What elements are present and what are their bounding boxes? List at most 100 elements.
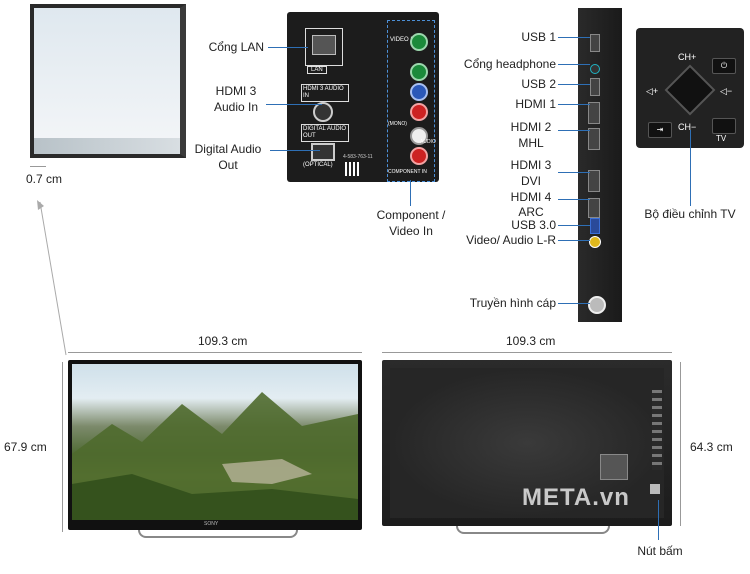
usb1-port <box>590 34 600 52</box>
hdmi4-port <box>588 198 600 218</box>
label-hdmi4-line2: ARC <box>518 205 544 219</box>
volume-plus-icon: ◁+ <box>646 86 659 96</box>
video-in-text: VIDEO IN <box>390 37 417 43</box>
back-connector-area <box>600 454 628 480</box>
callout-hdmi3 <box>558 172 590 173</box>
video-audio-jack <box>589 236 601 248</box>
front-brand-logo: SONY <box>204 521 219 527</box>
label-component-line2: Video In <box>389 224 433 238</box>
directional-pad[interactable] <box>664 64 716 116</box>
optical-port <box>311 143 335 161</box>
back-height-line <box>680 362 681 526</box>
component-pb-jack <box>410 83 428 101</box>
thickness-label: 0.7 cm <box>26 172 63 186</box>
component-pr-jack <box>410 103 428 121</box>
qr-code <box>345 162 359 176</box>
front-tv-screen <box>72 364 358 520</box>
back-width-label: 109.3 cm <box>506 334 556 348</box>
callout-cable-tv <box>558 303 590 304</box>
back-width-line <box>382 352 672 353</box>
callout-component <box>410 180 411 206</box>
callout-usb3 <box>558 225 590 226</box>
callout-tv-controller <box>690 130 691 206</box>
hdmi3-audio-in-text: HDMI 3 AUDIO IN <box>301 84 349 102</box>
tv-button-text: TV <box>716 134 727 143</box>
cable-tv-port <box>588 296 606 314</box>
optical-text: (OPTICAL) <box>303 162 333 168</box>
label-hdmi3-line2: DVI <box>520 174 541 188</box>
callout-headphone <box>558 64 590 65</box>
lan-badge: LAN <box>307 66 327 74</box>
digital-audio-out-text: DIGITAL AUDIO OUT <box>301 124 349 142</box>
label-lan: Cổng LAN <box>208 40 264 54</box>
label-usb2: USB 2 <box>521 77 556 91</box>
hdmi3-port <box>588 170 600 192</box>
label-digital-audio-line1: Digital Audio <box>194 142 262 156</box>
component-video-column: VIDEO IN (MONO) AUDIO COMPONENT IN <box>387 20 436 182</box>
callout-buttons <box>658 500 659 540</box>
front-width-line <box>68 352 362 353</box>
label-usb3: USB 3.0 <box>511 218 556 232</box>
thickness-arrow <box>30 166 46 167</box>
headphone-jack <box>590 64 600 74</box>
front-tv-stand <box>138 530 298 538</box>
lan-port <box>305 28 343 66</box>
usb2-port <box>590 78 600 96</box>
label-video-audio: Video/ Audio L-R <box>466 233 556 247</box>
component-y-jack <box>410 63 428 81</box>
callout-hdmi2 <box>558 130 590 131</box>
callout-video-audio <box>558 240 590 241</box>
ch-minus-text: CH− <box>678 122 697 132</box>
callout-hdmi4 <box>558 199 590 200</box>
label-usb1: USB 1 <box>521 30 556 44</box>
label-hdmi2-line1: HDMI 2 <box>510 120 552 134</box>
back-tv: META.vn <box>382 360 672 526</box>
label-headphone: Cổng headphone <box>463 57 556 71</box>
label-hdmi3-audio-line2: Audio In <box>213 100 259 114</box>
hdmi1-port <box>588 102 600 124</box>
front-height-label: 67.9 cm <box>4 440 47 454</box>
ch-plus-text: CH+ <box>678 52 697 62</box>
input-button[interactable]: ⇥ <box>648 122 672 138</box>
side-to-front-guide <box>37 200 67 356</box>
front-width-label: 109.3 cm <box>198 334 248 348</box>
hdmi2-port <box>588 128 600 150</box>
callout-hdmi3-audio <box>266 104 322 105</box>
label-hdmi1: HDMI 1 <box>515 97 556 111</box>
label-hdmi3-audio-line1: HDMI 3 <box>215 84 257 98</box>
side-connector-strip <box>578 8 622 322</box>
mono-text: (MONO) <box>388 121 407 127</box>
label-hdmi3-line1: HDMI 3 <box>510 158 552 172</box>
back-tv-stand <box>456 526 610 534</box>
callout-lan <box>268 47 308 48</box>
label-cable-tv: Truyền hình cáp <box>469 296 556 310</box>
video-in-jack <box>410 33 428 51</box>
label-tv-controller: Bộ điều chỉnh TV <box>644 207 736 221</box>
label-component-line1: Component / <box>376 208 446 222</box>
callout-usb2 <box>558 84 590 85</box>
volume-minus-icon: ◁− <box>720 86 733 96</box>
callout-digital-audio <box>270 150 320 151</box>
back-power-inlet <box>650 484 660 494</box>
back-tv-bump <box>390 368 664 518</box>
front-tv: SONY <box>68 360 362 530</box>
label-buttons: Nút bấm <box>637 544 683 558</box>
tv-side-thickness-view <box>30 4 186 158</box>
label-digital-audio-line2: Out <box>218 158 238 172</box>
power-button[interactable]: ⏻ <box>712 58 736 74</box>
audio-l-jack <box>410 127 428 145</box>
usb3-port <box>590 218 600 234</box>
tv-button[interactable] <box>712 118 736 134</box>
audio-r-jack <box>410 147 428 165</box>
watermark-logo: META.vn <box>522 484 630 511</box>
callout-usb1 <box>558 37 590 38</box>
back-height-label: 64.3 cm <box>690 440 733 454</box>
label-hdmi4-line1: HDMI 4 <box>510 190 552 204</box>
callout-hdmi1 <box>558 104 590 105</box>
component-in-text: COMPONENT IN <box>388 169 427 175</box>
rear-connector-panel: LAN HDMI 3 AUDIO IN DIGITAL AUDIO OUT (O… <box>287 12 439 182</box>
tv-control-pad: CH+ ⏻ ◁+ ◁− ⇥ CH− TV <box>636 28 744 148</box>
audio-in-jack <box>313 102 333 122</box>
front-height-line <box>62 362 63 532</box>
audio-text: AUDIO <box>420 139 436 145</box>
